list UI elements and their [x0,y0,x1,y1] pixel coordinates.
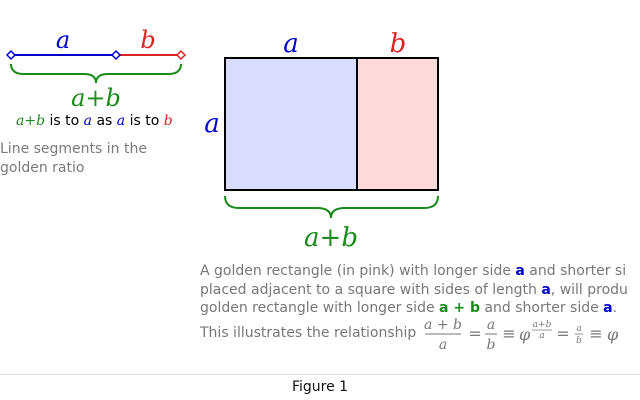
ratio-term-b: b [163,113,173,129]
formula-eq1: = [468,324,481,343]
caption-term-a: a [603,300,613,316]
formula-lead-text: This illustrates the relationship [200,325,417,341]
caption-line-1: A golden rectangle (in pink) with longer… [200,262,640,281]
formula-sup-den: a [539,331,544,341]
formula-frac3-num: a [576,324,581,334]
formula-equiv2: ≡ [589,324,602,343]
caption-text: placed adjacent to a square with sides o… [200,281,542,298]
golden-rectangle-pink [356,57,439,191]
golden-ratio-formula: a + b a = a b ≡ φ a+b a = a b ≡ φ [424,317,619,353]
formula-eq2: = [556,324,569,343]
formula-phi: φ [519,325,531,344]
rect-side-a-label: a [204,109,220,139]
caption-term-sum: a + b [439,300,480,316]
caption-term-a: a [541,281,551,298]
relationship-row: This illustrates the relationship a + b … [200,316,640,356]
formula-frac1-den: a [439,337,447,353]
segment-b-label: b [140,26,155,54]
ratio-text-is-to: is to [49,113,80,129]
rect-bottom-brace [224,195,439,219]
square-a [224,57,358,191]
caption-text: . [612,300,618,316]
formula-sup-num: a+b [533,320,552,330]
formula-frac3-den: b [576,336,582,346]
line-segment-figure: a b a+b [5,26,187,112]
formula-frac2-num: a [487,317,495,333]
ratio-term-a-2: a [116,113,126,129]
figure-caption: A golden rectangle (in pink) with longer… [200,262,640,318]
formula-frac2-den: b [487,337,496,353]
ratio-term-a: a [83,113,93,129]
ratio-term-sum: a+b [16,113,46,129]
rect-bottom-sum-label: a+b [304,223,358,253]
ratio-text-as: as [96,113,113,129]
formula-frac1-num: a + b [424,317,462,333]
segment-brace [10,63,182,84]
caption-text: , will produ [550,281,628,298]
ratio-text-is-to-2: is to [129,113,160,129]
figure-divider [0,374,640,375]
segment-sum-label: a+b [71,84,121,112]
golden-ratio-statement: a+b is to a as a is to b [16,113,173,129]
caption-text: and shorter si [524,263,627,279]
golden-rectangle-figure: a b a a+b [204,29,439,253]
caption-text: golden rectangle with longer side [200,300,440,316]
formula-equiv1: ≡ [502,324,515,343]
figure-label: Figure 1 [291,379,349,395]
caption-text: A golden rectangle (in pink) with longer… [200,263,516,279]
segment-endpoint-right [175,49,187,61]
segment-endpoint-left [5,49,17,61]
rect-top-a-label: a [283,29,299,59]
segment-endpoint-mid [110,49,122,61]
caption-line-2: placed adjacent to a square with sides o… [200,281,640,300]
segment-caption: Line segments in the golden ratio [0,141,147,176]
segment-a-label: a [56,26,70,54]
caption-text: and shorter side [479,300,604,316]
caption-line-3: golden rectangle with longer side a + b … [200,299,640,318]
formula-phi-2: φ [607,325,619,344]
rect-top-b-label: b [390,29,407,59]
caption-term-a: a [515,263,525,279]
